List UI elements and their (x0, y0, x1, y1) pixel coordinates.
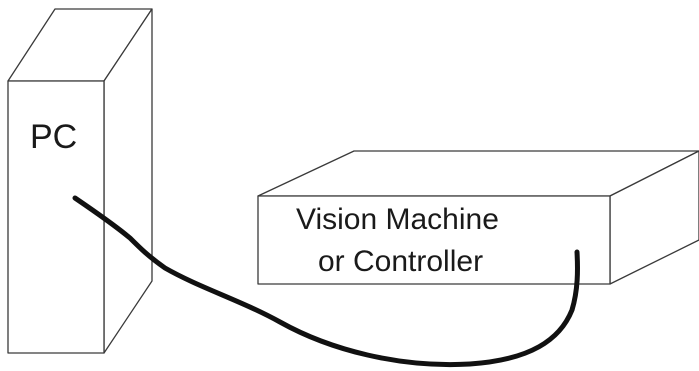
pc-tower (7, 8, 153, 354)
device-label-line1: Vision Machine (296, 203, 499, 236)
controller-box (257, 150, 699, 285)
device-label-line2: or Controller (318, 245, 484, 278)
pc-tower-front (7, 80, 105, 354)
controller-box-front (257, 195, 611, 285)
connecting-cable (72, 195, 580, 368)
pc-label: PC (30, 118, 78, 156)
